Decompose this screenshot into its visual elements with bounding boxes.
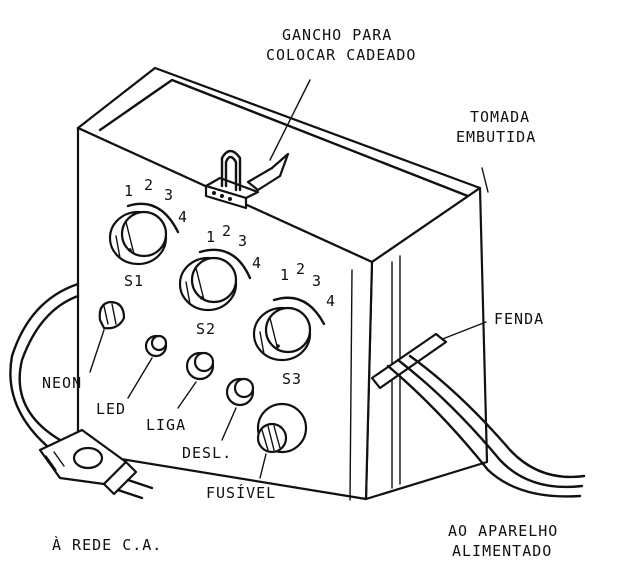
label-led: LED [96, 400, 126, 418]
power-cord [9, 282, 80, 454]
liga-button[interactable] [185, 351, 215, 381]
s2-scale-2: 2 [222, 222, 231, 240]
switch-s3[interactable] [252, 296, 326, 362]
s2-scale-3: 3 [238, 232, 247, 250]
lid-seam [98, 78, 480, 202]
desl-button[interactable] [225, 377, 255, 407]
output-cord [386, 354, 586, 498]
s3-scale-3: 3 [312, 272, 321, 290]
fusivel-leader [259, 453, 267, 479]
gancho-leader [269, 79, 311, 161]
fuse-holder[interactable] [256, 402, 308, 454]
label-rede: À REDE C.A. [52, 535, 162, 554]
s1-scale-1: 1 [124, 182, 133, 200]
neon-lamp [98, 300, 126, 330]
s1-scale-2: 2 [144, 176, 153, 194]
s3-scale-2: 2 [296, 260, 305, 278]
s1-label: S1 [124, 272, 144, 290]
neon-leader [89, 329, 105, 373]
s1-scale-4: 4 [178, 208, 187, 226]
plug [38, 428, 154, 500]
switch-s1[interactable] [108, 202, 180, 266]
liga-leader [177, 381, 197, 409]
label-tomada-2: EMBUTIDA [456, 128, 536, 146]
label-aparelho-2: ALIMENTADO [452, 542, 552, 560]
label-desl: DESL. [182, 444, 232, 462]
front-edge-line [349, 269, 353, 501]
s2-scale-1: 1 [206, 228, 215, 246]
s3-label: S3 [282, 370, 302, 388]
label-liga: LIGA [146, 416, 186, 434]
label-fusivel: FUSÍVEL [206, 483, 276, 502]
s2-label: S2 [196, 320, 216, 338]
label-gancho-1: GANCHO PARA [282, 26, 392, 44]
desl-leader [221, 407, 237, 441]
led-leader [127, 357, 153, 399]
s3-scale-4: 4 [326, 292, 335, 310]
led-lamp [144, 334, 168, 358]
label-tomada-1: TOMADA [470, 108, 530, 126]
label-gancho-2: COLOCAR CADEADO [266, 46, 416, 64]
fenda-leader [439, 321, 487, 341]
label-neon: NEON [42, 374, 82, 392]
s3-scale-1: 1 [280, 266, 289, 284]
label-aparelho-1: AO APARELHO [448, 522, 558, 540]
slot-fenda [370, 332, 448, 390]
s1-scale-3: 3 [164, 186, 173, 204]
tomada-leader [481, 167, 489, 193]
label-fenda: FENDA [494, 310, 544, 328]
s2-scale-4: 4 [252, 254, 261, 272]
hasp-lock-hook [204, 149, 290, 210]
switch-s2[interactable] [178, 248, 252, 312]
